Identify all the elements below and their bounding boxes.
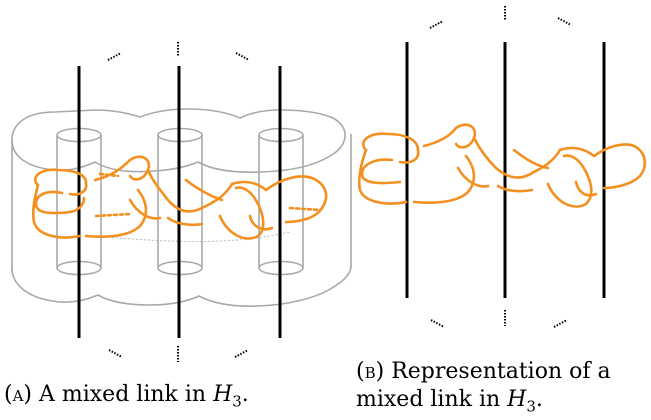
mixed-link-strand <box>31 155 328 240</box>
caption-a-math: H3 <box>213 382 242 411</box>
fixed-axes-b <box>405 42 606 298</box>
caption-b-line2: mixed link in H3. <box>356 387 543 416</box>
continuation-dots-top-b <box>429 6 572 29</box>
continuation-dots-bottom-b <box>430 310 568 328</box>
continuation-dots-bottom <box>108 346 249 362</box>
continuation-dots-top <box>107 42 250 61</box>
fixed-axes <box>77 66 282 338</box>
caption-b-math: H3 <box>507 387 536 416</box>
caption-b-tag: (b) <box>356 359 385 384</box>
caption-b-text: Representation of a <box>391 359 611 384</box>
caption-a-text: A mixed link in <box>39 382 207 407</box>
caption-a-end: . <box>241 382 249 407</box>
back-strand-dotted <box>91 231 291 243</box>
caption-b: (b) Representation of a mixed link in H3… <box>356 358 611 420</box>
handlebody <box>11 108 352 307</box>
caption-a-tag: (a) <box>4 382 32 407</box>
mixed-link-strand-b <box>357 123 647 208</box>
panel-a <box>11 42 352 362</box>
panel-b <box>357 6 647 328</box>
caption-a: (a) A mixed link in H3. <box>4 381 249 415</box>
